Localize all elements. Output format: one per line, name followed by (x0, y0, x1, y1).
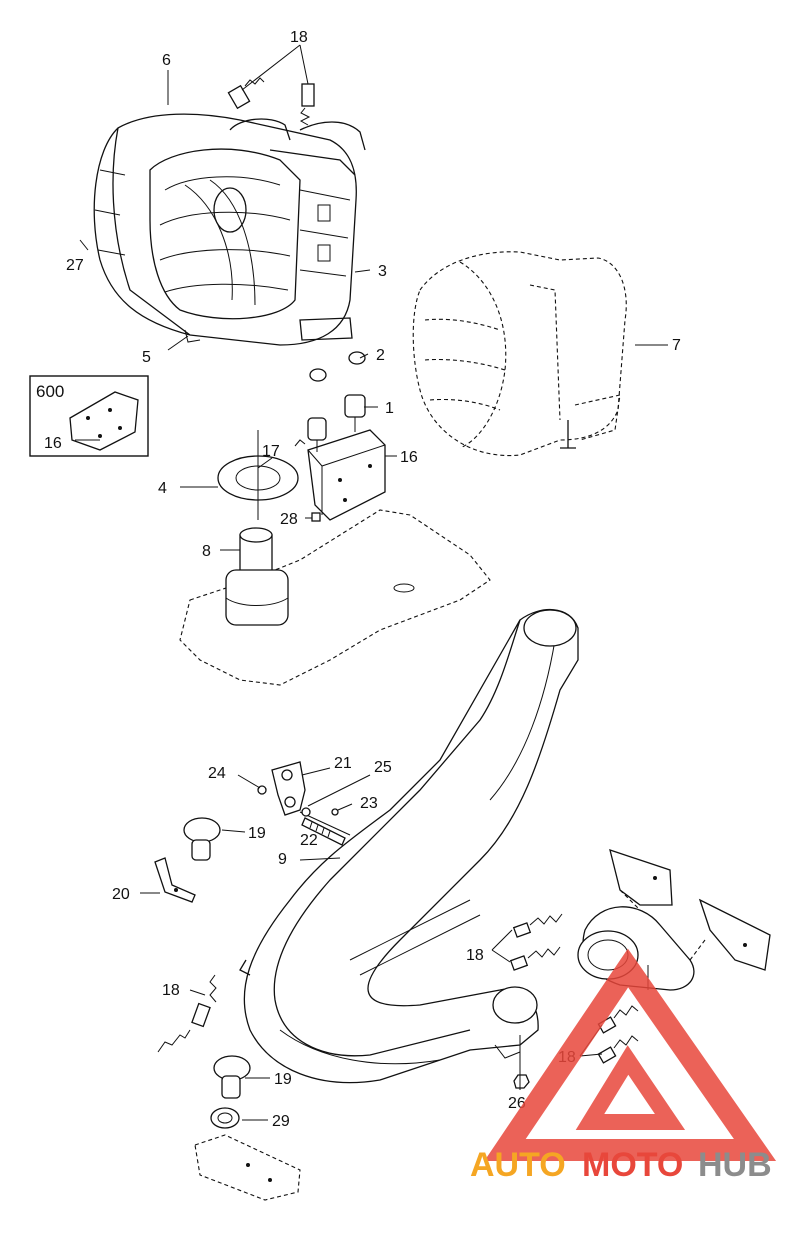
callout-18-right: 18 (466, 947, 484, 964)
bolt-22 (301, 817, 346, 846)
callout-5: 5 (142, 349, 151, 366)
watermark-text: AUTO MOTO HUB (470, 1146, 772, 1184)
watermark-moto: MOTO (582, 1146, 683, 1184)
callouts: 6 18 27 3 7 5 2 1 17 16 4 28 8 24 21 25 … (66, 29, 681, 1130)
callout-9: 9 (278, 851, 287, 868)
air-tube (225, 527, 289, 626)
callout-1: 1 (385, 400, 394, 417)
frame-outline (179, 509, 491, 686)
callout-25: 25 (374, 759, 392, 776)
callout-18-left: 18 (162, 982, 180, 999)
spring-right-4 (597, 1035, 639, 1064)
mount-bracket (294, 351, 386, 522)
callout-19-lower: 19 (274, 1071, 292, 1088)
leader-lines-top (79, 44, 668, 551)
washer-25 (301, 807, 311, 817)
inset-label: 600 (36, 382, 64, 401)
rubber-mount-lower (213, 1055, 251, 1099)
callout-27: 27 (66, 257, 84, 274)
watermark-auto: AUTO (470, 1146, 566, 1184)
exhaust-pipe (239, 608, 579, 1084)
callout-29: 29 (272, 1113, 290, 1130)
callout-2: 2 (376, 347, 385, 364)
watermark-logo (484, 948, 777, 1161)
nut-23 (331, 803, 353, 816)
spring-top-2 (299, 83, 315, 126)
callout-18-top: 18 (290, 29, 308, 46)
washer-29 (210, 1107, 240, 1129)
inset-box: 600 16 (29, 375, 149, 457)
callout-3: 3 (378, 263, 387, 280)
clamp-bracket (257, 761, 351, 836)
callout-20: 20 (112, 886, 130, 903)
inset-part-label: 16 (44, 435, 62, 452)
callout-22: 22 (300, 832, 318, 849)
rubber-mount-upper (183, 817, 221, 861)
callout-24: 24 (208, 765, 226, 782)
nut-26 (513, 1074, 530, 1089)
spring-top-1 (227, 77, 265, 110)
callout-16: 16 (400, 449, 418, 466)
callout-19-upper: 19 (248, 825, 266, 842)
leader-lines-bottom (140, 767, 603, 1121)
heat-shield (412, 251, 627, 457)
callout-6: 6 (162, 52, 171, 69)
watermark-hub: HUB (698, 1146, 772, 1184)
callout-4: 4 (158, 480, 167, 497)
spring-right-2 (509, 946, 561, 971)
callout-17: 17 (262, 443, 280, 460)
muffler-assembly (93, 113, 366, 346)
callout-7: 7 (672, 337, 681, 354)
exhaust-manifold (577, 849, 771, 991)
bottom-plate (194, 1134, 301, 1201)
spring-left (157, 974, 217, 1053)
callout-8: 8 (202, 543, 211, 560)
spring-right-1 (512, 913, 563, 938)
bracket-20 (154, 857, 196, 903)
callout-28: 28 (280, 511, 298, 528)
callout-21: 21 (334, 755, 352, 772)
callout-23: 23 (360, 795, 378, 812)
